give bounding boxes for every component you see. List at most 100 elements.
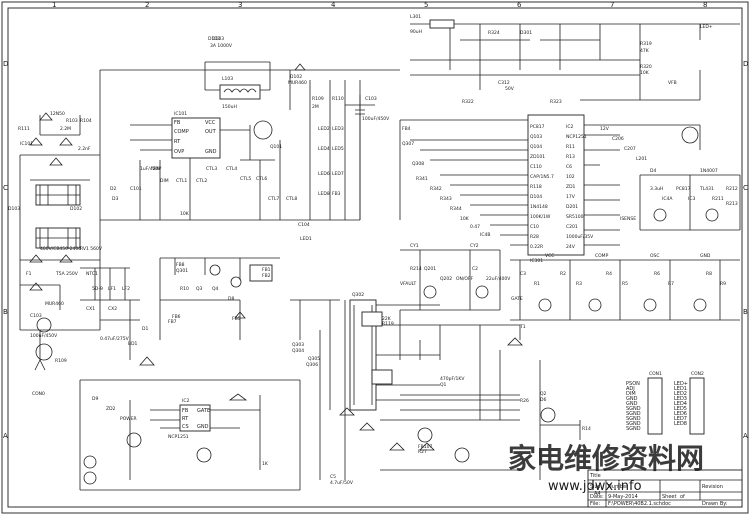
connector-pin-label: LED3 [674,396,687,402]
ref-text: D102 [70,206,82,212]
component-ref-label: CTL6 [256,176,267,182]
chip-pin: GATE [197,408,210,414]
ref-text: LED+ [700,24,713,30]
component-ref-label: IC4B [480,232,490,238]
revision-label: Revision [702,484,723,490]
led-controller-ic301 [527,114,585,256]
pfc-controller-ic101 [171,117,221,159]
component-ref-label: R213 [726,201,738,207]
sheet-value: of [680,494,685,500]
chip-pin: GND [197,424,209,430]
chip-ref: IC301 [530,258,543,264]
ref-text: R14 [582,426,591,432]
connector-con1-body [647,377,663,435]
led-channel-transistor [588,298,602,312]
component-ref-label: RV1 560V [80,246,103,252]
connector-pin-label: GND [626,401,638,407]
component-ref-label: C2 [472,266,478,272]
component-ref-label: NCP1251 [566,134,587,140]
component-ref-label: R7 [668,281,674,287]
component-ref-label: 1N4148 [530,204,548,210]
startup-transistor-q4 [83,471,97,485]
ref-text: T1 [519,324,526,330]
file-label: File: [590,501,600,507]
standby-pwm-section: FB RT CS GATE GND IC2 NCP1251 [79,356,301,491]
connector-pin-label: LED5 [674,406,687,412]
size-value: A4 [594,491,601,497]
component-ref-label: R8 [706,271,712,277]
ref-text: D103 [212,36,224,42]
component-ref-label: 0.22R [530,244,543,250]
ref-text: C103 [365,96,377,102]
chip-pin: OVP [174,149,184,155]
component-ref-label: 1uF/450V [140,166,162,172]
component-ref-label: R214 [410,266,422,272]
connector-con2: CON2 LED+ LED1 LED2 LED3 LED4 LED5 LED6 … [674,371,705,435]
led-controller-section: IC301 [399,114,701,264]
ref-text: R320 [640,64,652,70]
chip-pin: CS [182,424,189,430]
ref-text: 470pF/1KV [440,376,465,382]
file-value: F:\POWER\40B2.1.schdoc [608,501,671,507]
ref-text: FB8 [176,262,185,268]
ref-text: D103 [8,206,20,212]
component-ref-label: VIN [152,166,160,172]
component-ref-label: CTL4 [226,166,237,172]
ref-text: CON0 [32,391,45,397]
chip-pin: OUT [205,129,217,135]
chip-ref: IC101 [174,111,187,117]
component-ref-label: TL431 [699,186,714,192]
ref-text: ISENSE [620,216,636,222]
component-ref-label: R3 [576,281,582,287]
size-label: Size [590,484,600,490]
component-ref-label: BD1 [128,341,138,347]
ref-text: 47K [640,48,650,54]
ref-text: CY2 [470,243,479,249]
connector-pin-label: SGND [626,426,641,432]
ref-text: R319 [640,41,652,47]
component-ref-label: IC3 [688,196,695,202]
component-ref-label: 3.3uH [650,186,663,192]
chip-pin: RT [174,139,181,145]
main-transformer-section: Q302 22K R119 T1 R26 470pF/1KV Q1 Q2 D6 … [262,292,591,486]
title-block: Title Size A4 Number Revision Date: 9-Ma… [587,469,743,508]
component-ref-label: CTL8 [286,196,297,202]
pwm-controller-ic2 [179,404,211,432]
component-ref-label: CTL1 [176,178,187,184]
row-marker: D [743,60,748,68]
ref-text: VFAULT [400,281,417,287]
ref-text: FB6 [172,314,181,320]
led-channel-transistor [643,298,657,312]
ref-text: 90uH [410,29,422,35]
component-ref-label: 0.47 [470,224,480,230]
chip-pin: FB [174,120,181,126]
ref-text: 150uH [222,104,237,110]
component-ref-label: Q104 [530,144,542,150]
component-ref-label: ON/OFF [456,276,474,282]
component-ref-label: 12N50 [50,111,65,117]
component-ref-label: CTL7 [268,196,279,202]
component-ref-label: 22uF/400V [486,276,511,282]
component-ref-label: LED4 [318,146,330,152]
component-ref-label: C201 [566,224,578,230]
component-ref-label: 0.47uF/275V [100,336,130,342]
component-ref-label: C3 [520,271,526,277]
component-ref-label: R212 [726,186,738,192]
row-marker: D [3,60,8,68]
connector-pin-label: ADJ [626,386,635,392]
component-ref-label: D104 [530,194,542,200]
ref-text: Q302 [352,292,364,298]
component-ref-label: 102 [566,174,575,180]
component-ref-label: R2 [560,271,566,277]
component-ref-label: 12V [600,126,610,132]
ref-text: FB5 [232,316,241,322]
pfc-mosfet-q101 [253,120,273,140]
component-ref-label: NTC1 [86,271,98,277]
component-ref-label: R344 [450,206,462,212]
component-ref-label: D9 [92,396,98,402]
row-marker: B [743,308,748,316]
component-ref-label: R4 [606,271,612,277]
connector-con2-body [689,377,705,435]
led-channel-transistor [538,298,552,312]
